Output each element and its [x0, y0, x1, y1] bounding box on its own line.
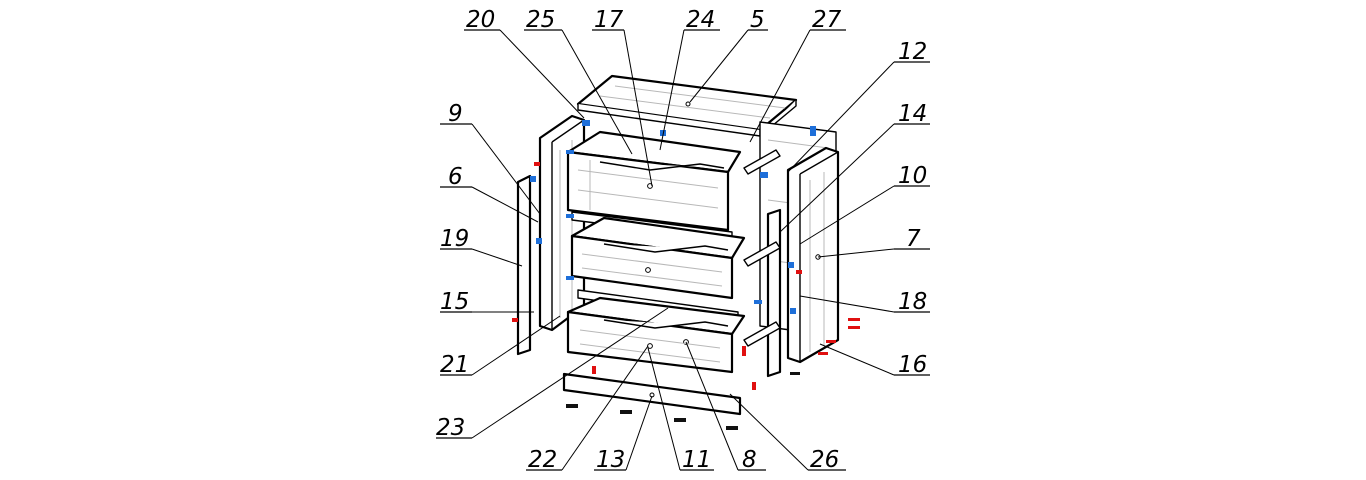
callout-27: 27 [812, 7, 842, 33]
plinth-panel [562, 372, 742, 416]
callout-24: 24 [686, 7, 715, 33]
callout-22: 22 [528, 447, 557, 473]
callout-19: 19 [440, 226, 469, 252]
callout-20: 20 [466, 7, 495, 33]
callout-25: 25 [526, 7, 555, 33]
right-side-panel [786, 146, 840, 364]
callout-17: 17 [594, 7, 624, 33]
callout-14: 14 [898, 101, 927, 127]
left-front-stile [516, 174, 532, 356]
fasteners-black [566, 372, 800, 430]
callout-13: 13 [596, 447, 625, 473]
fasteners-red [512, 162, 860, 390]
callout-8: 8 [742, 447, 757, 473]
callout-leaders [436, 29, 930, 471]
callout-26: 26 [810, 447, 839, 473]
callout-15: 15 [440, 289, 469, 315]
dresser-exploded-view [512, 74, 860, 430]
callout-16: 16 [898, 352, 927, 378]
callout-11: 11 [682, 447, 711, 473]
callout-21: 21 [440, 352, 469, 378]
callout-labels: 20 25 17 24 5 27 12 14 10 7 18 16 9 6 19… [436, 7, 927, 473]
right-front-stile [766, 208, 782, 378]
callout-6: 6 [448, 164, 463, 190]
callout-23: 23 [436, 415, 465, 441]
fasteners-blue [530, 120, 816, 314]
drawer-runners [743, 149, 781, 347]
callout-12: 12 [898, 39, 927, 65]
callout-7: 7 [906, 226, 921, 252]
callout-18: 18 [898, 289, 927, 315]
callout-5: 5 [750, 7, 765, 33]
callout-9: 9 [448, 101, 463, 127]
callout-10: 10 [898, 163, 927, 189]
